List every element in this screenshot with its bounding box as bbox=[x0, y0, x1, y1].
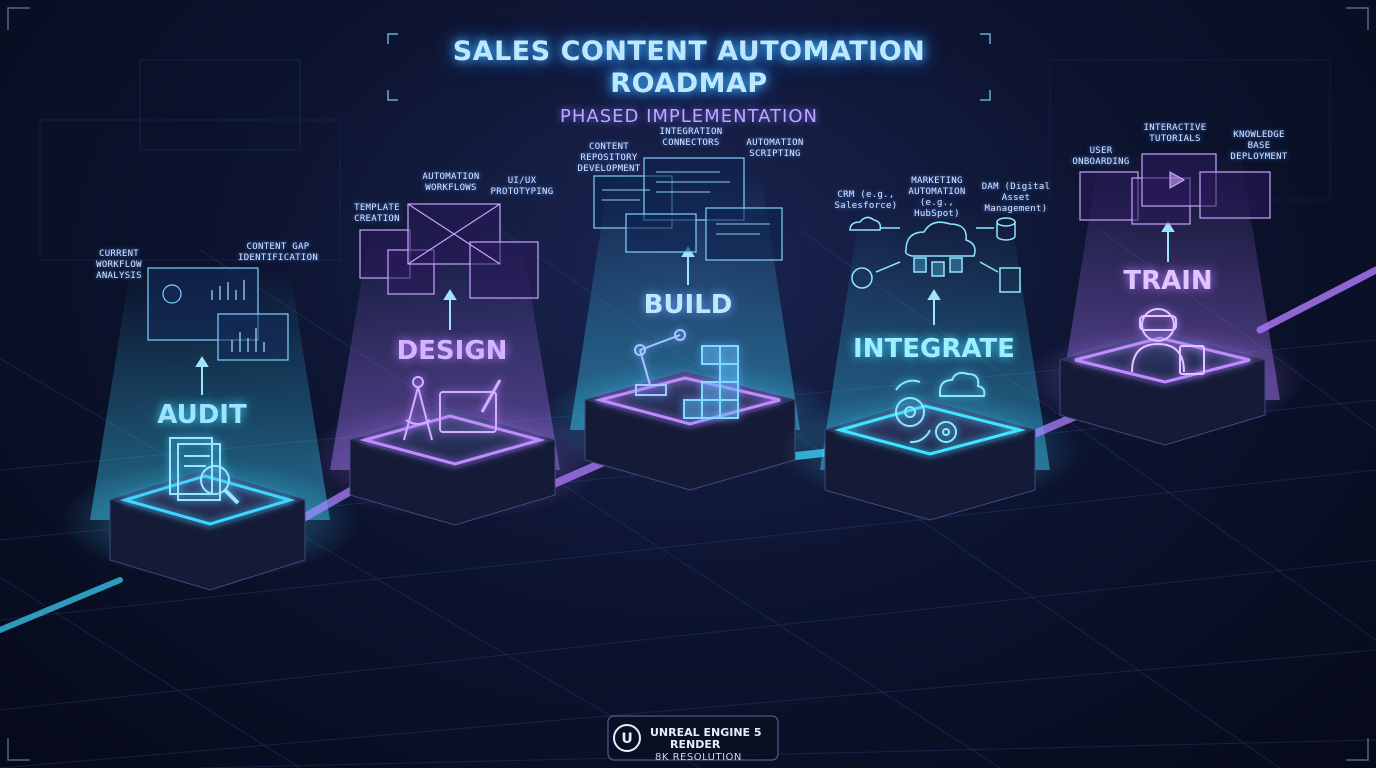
callout-integration-connectors: INTEGRATION CONNECTORS bbox=[659, 127, 723, 148]
engine-line-1: UNREAL ENGINE 5 bbox=[650, 726, 762, 739]
page-subtitle: PHASED IMPLEMENTATION bbox=[560, 106, 818, 127]
callout-dam: DAM (Digital Asset Management) bbox=[981, 182, 1051, 214]
train-tutorial-screens bbox=[1079, 153, 1271, 225]
design-wireframes bbox=[359, 203, 539, 299]
render-footer: UNREAL ENGINE 5 RENDER bbox=[610, 718, 770, 762]
callout-content-repository-development: CONTENT REPOSITORY DEVELOPMENT bbox=[577, 142, 641, 174]
engine-text: UNREAL ENGINE 5 RENDER bbox=[650, 727, 762, 751]
callout-automation-scripting: AUTOMATION SCRIPTING bbox=[746, 138, 804, 159]
corner-brackets bbox=[7, 7, 1369, 761]
svg-text:U: U bbox=[621, 731, 632, 747]
callout-automation-workflows: AUTOMATION WORKFLOWS bbox=[422, 172, 480, 193]
title-frame bbox=[387, 33, 991, 101]
callout-template-creation: TEMPLATE CREATION bbox=[354, 203, 400, 224]
compass-tablet-icon bbox=[403, 376, 502, 441]
document-magnifier-icon bbox=[169, 437, 240, 505]
platform-integrate bbox=[780, 390, 1080, 521]
title-block: SALES CONTENT AUTOMATION ROADMAP PHASED … bbox=[388, 28, 990, 127]
engine-line-2: RENDER bbox=[670, 738, 721, 751]
callout-crm: CRM (e.g., Salesforce) bbox=[834, 190, 898, 211]
callout-interactive-tutorials: INTERACTIVE TUTORIALS bbox=[1143, 123, 1207, 144]
callout-knowledge-base-deployment: KNOWLEDGE BASE DEPLOYMENT bbox=[1230, 130, 1288, 162]
phase-label-train: TRAIN bbox=[1123, 266, 1213, 296]
integrate-network bbox=[849, 216, 1021, 293]
callout-ui-ux-prototyping: UI/UX PROTOTYPING bbox=[490, 176, 554, 197]
robot-arm-blocks-icon bbox=[634, 329, 739, 419]
audit-dashboard bbox=[147, 267, 289, 361]
phase-label-build: BUILD bbox=[643, 290, 733, 320]
phase-label-integrate: INTEGRATE bbox=[853, 334, 1015, 364]
callout-marketing-automation: MARKETING AUTOMATION (e.g., HubSpot) bbox=[908, 176, 966, 219]
page-title: SALES CONTENT AUTOMATION ROADMAP bbox=[452, 36, 926, 99]
gears-cloud-icon bbox=[895, 371, 986, 444]
platform-design bbox=[305, 400, 605, 526]
resolution-text: 8K RESOLUTION bbox=[655, 752, 742, 763]
build-code-windows bbox=[593, 157, 783, 261]
phase-label-design: DESIGN bbox=[396, 336, 508, 366]
phase-label-audit: AUDIT bbox=[157, 400, 247, 430]
callout-arrows bbox=[195, 221, 1175, 395]
callout-current-workflow-analysis: CURRENT WORKFLOW ANALYSIS bbox=[96, 249, 142, 281]
platform-train bbox=[1025, 325, 1305, 446]
unreal-engine-logo: U bbox=[607, 715, 779, 761]
callout-user-onboarding: USER ONBOARDING bbox=[1072, 146, 1130, 167]
vr-headset-user-icon bbox=[1131, 308, 1205, 375]
callout-content-gap-identification: CONTENT GAP IDENTIFICATION bbox=[238, 242, 319, 263]
